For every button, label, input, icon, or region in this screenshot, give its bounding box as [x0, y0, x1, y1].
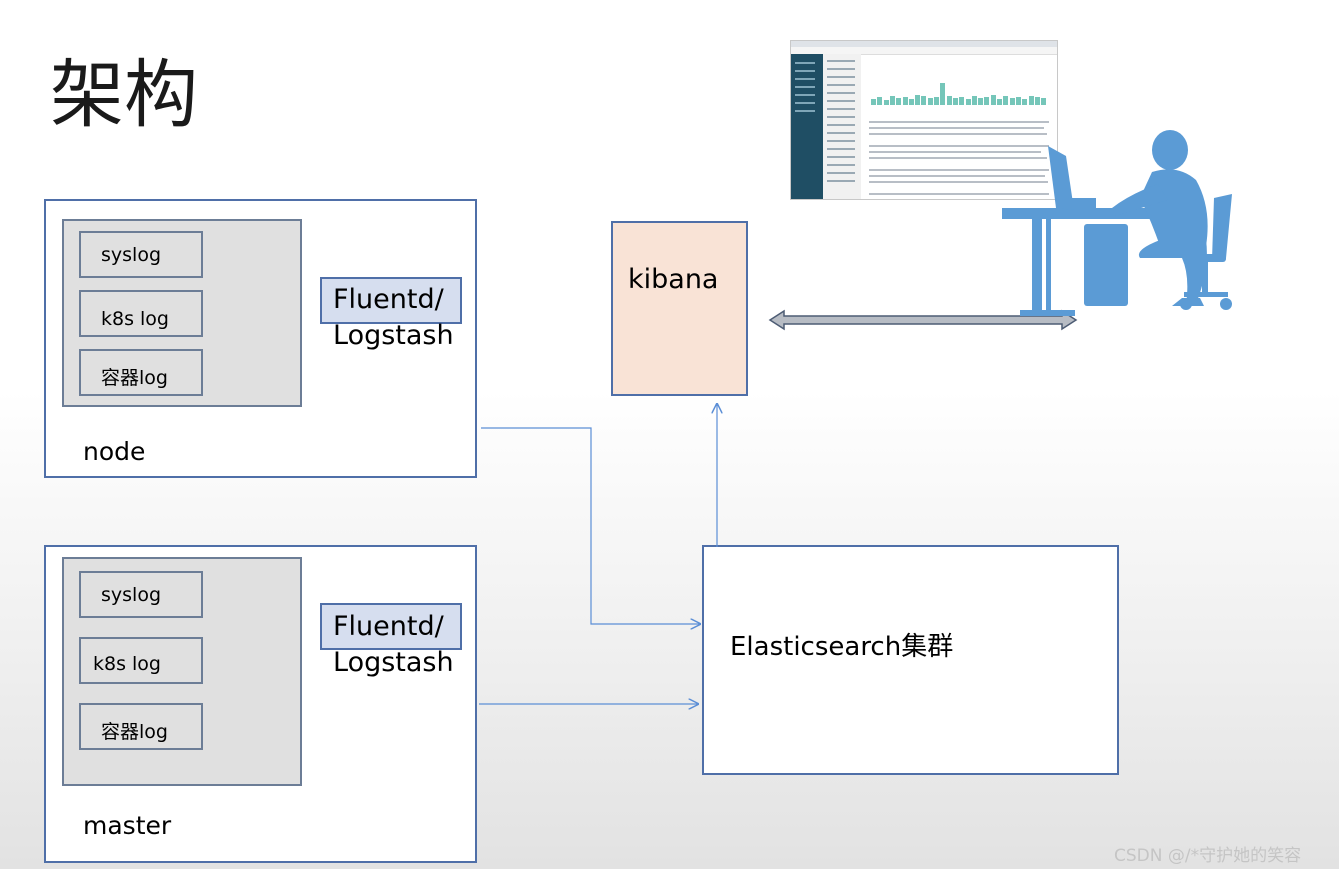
- kibana-label: kibana: [628, 264, 719, 295]
- user-at-computer-icon: [1002, 130, 1232, 316]
- thumbnail-histogram-bar: [1022, 99, 1028, 105]
- node-agent-box: [320, 277, 462, 324]
- thumbnail-histogram-bar: [1041, 98, 1047, 105]
- thumbnail-histogram-bar: [978, 98, 984, 105]
- thumbnail-histogram-bar: [984, 97, 990, 105]
- thumbnail-histogram-bar: [921, 96, 927, 105]
- thumbnail-histogram-bar: [959, 97, 965, 105]
- thumbnail-histogram-bar: [990, 95, 996, 105]
- node-agent-label: Fluentd/ Logstash: [333, 282, 454, 354]
- master-agent-label: Fluentd/ Logstash: [333, 609, 454, 681]
- kibana-screenshot-thumbnail: [790, 40, 1058, 200]
- thumbnail-histogram-bar: [877, 97, 883, 105]
- thumbnail-histogram-bar: [965, 99, 971, 105]
- master-k8slog-item: k8s log: [79, 637, 203, 684]
- master-k8slog-label: k8s log: [93, 652, 161, 675]
- master-container-log-item: 容器log: [79, 703, 203, 750]
- thumbnail-histogram-bar: [902, 97, 908, 105]
- thumbnail-histogram-bar: [1028, 96, 1034, 105]
- master-syslog-item: syslog: [79, 571, 203, 618]
- thumbnail-histogram-bar: [997, 99, 1002, 105]
- master-agent-line2: Logstash: [333, 647, 454, 678]
- thumbnail-histogram-bar: [1034, 97, 1040, 105]
- kibana-box: [611, 221, 748, 396]
- node-syslog-item: syslog: [79, 231, 203, 278]
- thumbnail-histogram-bar: [971, 96, 977, 105]
- elasticsearch-box: [702, 545, 1119, 775]
- watermark: CSDN @/*守护她的笑容: [1114, 846, 1302, 866]
- thumbnail-histogram-bar: [915, 95, 921, 105]
- thumbnail-histogram-bar: [952, 98, 958, 105]
- node-k8slog-item: k8s log: [79, 290, 203, 337]
- page-title: 架构: [50, 52, 198, 138]
- thumbnail-histogram-bar: [883, 100, 889, 105]
- thumbnail-histogram-bar: [1015, 97, 1021, 105]
- thumbnail-histogram-bar: [934, 97, 939, 105]
- master-agent-line1: Fluentd/: [333, 611, 444, 642]
- node-syslog-label: syslog: [101, 243, 162, 266]
- node-container-log-label: 容器log: [101, 367, 168, 389]
- thumbnail-histogram-bar: [871, 99, 876, 105]
- thumbnail-histogram-bar: [927, 98, 933, 105]
- node-to-es-arrow: [481, 427, 700, 624]
- master-container-log-label: 容器log: [101, 721, 168, 743]
- thumbnail-histogram-bar: [896, 98, 902, 105]
- thumbnail-histogram-bar: [908, 99, 914, 105]
- node-container-log-item: 容器log: [79, 349, 203, 396]
- elasticsearch-label: Elasticsearch集群: [730, 632, 954, 662]
- node-agent-line1: Fluentd/: [333, 284, 444, 315]
- node-label: node: [83, 437, 146, 466]
- thumbnail-histogram-bar: [1003, 96, 1009, 105]
- thumbnail-histogram-bar: [940, 83, 946, 105]
- thumbnail-histogram-bar: [889, 96, 895, 105]
- thumbnail-histogram-bar: [1009, 98, 1015, 105]
- node-k8slog-label: k8s log: [101, 307, 169, 330]
- master-label: master: [83, 811, 172, 840]
- thumbnail-histogram-bar: [946, 96, 952, 105]
- kibana-user-double-arrow: [768, 309, 1078, 331]
- master-agent-box: [320, 603, 462, 650]
- master-syslog-label: syslog: [101, 583, 162, 606]
- node-agent-line2: Logstash: [333, 320, 454, 351]
